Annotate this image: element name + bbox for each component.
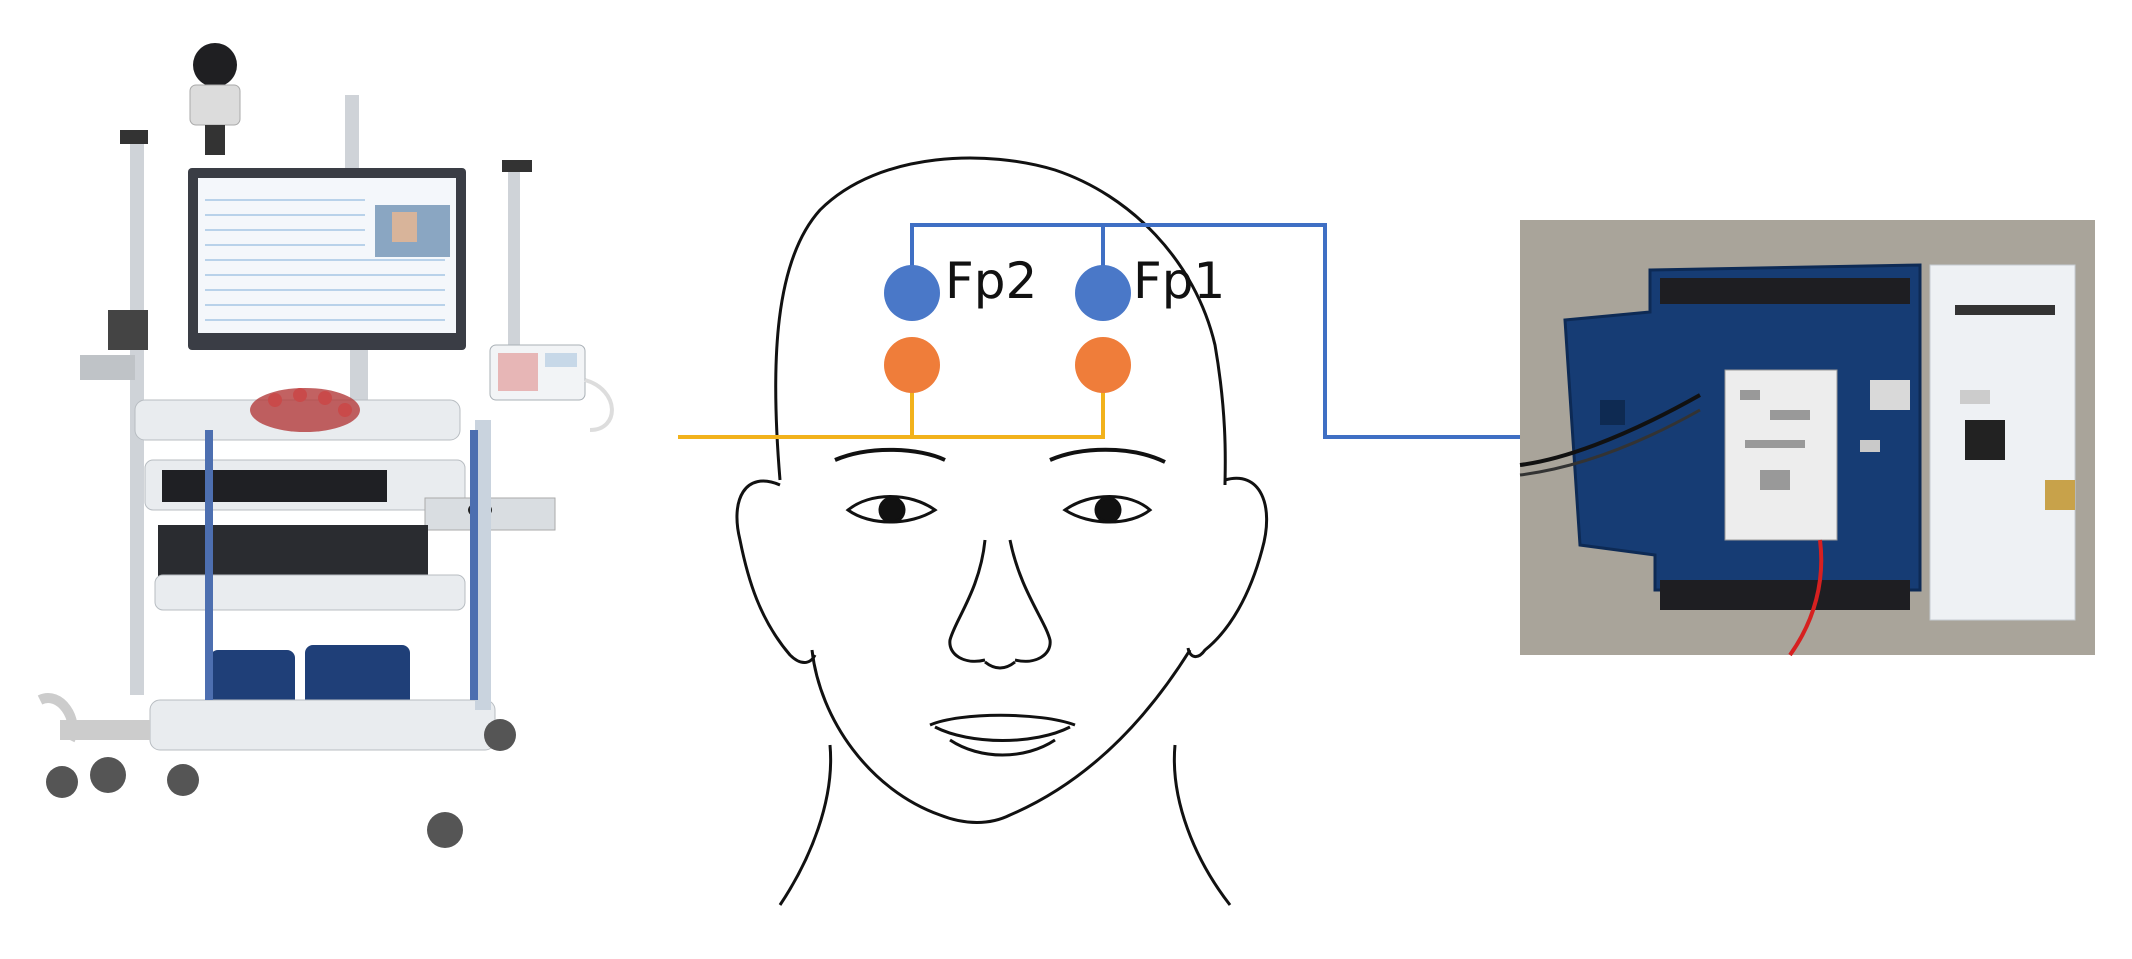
fp2-electrode [884, 265, 940, 321]
fp1-electrode [1075, 265, 1131, 321]
active-electrode-wire [910, 223, 1525, 439]
head-outline-drawing [735, 156, 1269, 906]
fp1-label: Fp1 [1133, 252, 1225, 310]
eeg-cart-image [37, 43, 614, 848]
fp2-reference-electrode [884, 337, 940, 393]
reference-electrode-wire [678, 370, 1105, 439]
fp1-reference-electrode [1075, 337, 1131, 393]
fp2-label: Fp2 [945, 252, 1037, 310]
microcontroller-board-image [1519, 220, 2095, 657]
